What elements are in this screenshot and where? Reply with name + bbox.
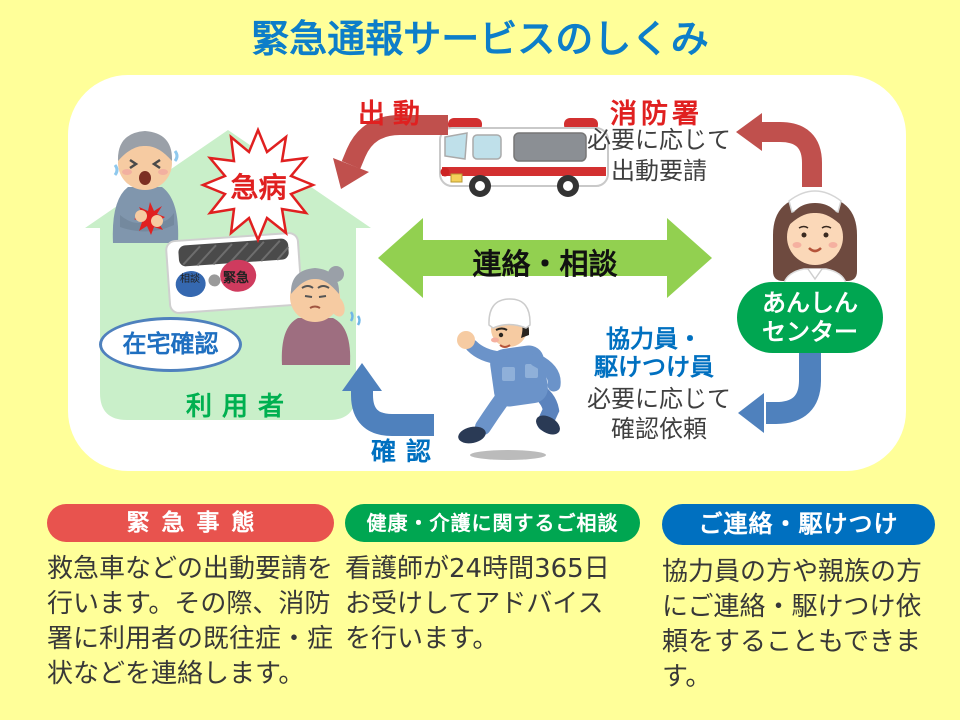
section-body: 看護師が24時間365日お受けしてアドバイスを行います。 bbox=[345, 554, 610, 654]
diagram-panel bbox=[68, 75, 906, 471]
check-request-note: 必要に応じて 確認依頼 bbox=[587, 385, 731, 443]
anshin-center-badge: あんしん センター bbox=[737, 282, 883, 353]
fire-request-arrow-icon bbox=[736, 113, 822, 187]
sick-man-icon bbox=[112, 131, 179, 243]
device-consult-button-label: 相談 bbox=[180, 274, 200, 285]
elderly-woman-icon bbox=[281, 266, 361, 365]
section-card-contact: ご連絡・駆けつけ 協力員の方や親族の方にご連絡・駆けつけ依頼をすることもできます… bbox=[662, 504, 935, 695]
dispatch-arrow-icon bbox=[333, 115, 448, 189]
worker-icon bbox=[457, 298, 561, 460]
section-card-emergency: 緊急事態 救急車などの出動要請を行います。その際、消防署に利用者の既往症・症状な… bbox=[47, 504, 334, 692]
staff-label: 協力員・ 駆けつけ員 bbox=[594, 325, 714, 381]
section-heading-badge: 緊急事態 bbox=[47, 504, 334, 542]
staff-arrow-icon bbox=[738, 343, 821, 433]
dispatch-label: 出動 bbox=[358, 99, 428, 130]
user-label: 利用者 bbox=[186, 392, 295, 422]
contact-consult-label: 連絡・相談 bbox=[472, 247, 618, 281]
fire-station-label: 消防署 bbox=[610, 99, 703, 130]
check-label: 確認 bbox=[371, 437, 442, 466]
nurse-icon bbox=[773, 190, 857, 284]
check-arrow-icon bbox=[342, 363, 434, 436]
sudden-illness-label: 急病 bbox=[230, 171, 287, 204]
home-check-badge: 在宅確認 bbox=[99, 317, 242, 372]
section-body: 救急車などの出動要請を行います。その際、消防署に利用者の既往症・症状などを連絡し… bbox=[47, 554, 334, 689]
device-emergency-button-label: 緊急 bbox=[222, 271, 249, 286]
section-body: 協力員の方や親族の方にご連絡・駆けつけ依頼をすることもできます。 bbox=[662, 557, 923, 692]
section-heading-badge: ご連絡・駆けつけ bbox=[662, 504, 935, 545]
sudden-illness-burst bbox=[199, 126, 317, 244]
section-card-consultation: 健康・介護に関するご相談 看護師が24時間365日お受けしてアドバイスを行います… bbox=[345, 504, 640, 657]
page-title: 緊急通報サービスのしくみ bbox=[251, 17, 709, 61]
emergency-device-icon bbox=[165, 232, 303, 314]
ambulance-icon bbox=[439, 118, 609, 197]
dispatch-request-note: 必要に応じて 出動要請 bbox=[587, 126, 731, 185]
section-heading-badge: 健康・介護に関するご相談 bbox=[345, 504, 640, 542]
contact-arrow-icon bbox=[378, 218, 712, 298]
